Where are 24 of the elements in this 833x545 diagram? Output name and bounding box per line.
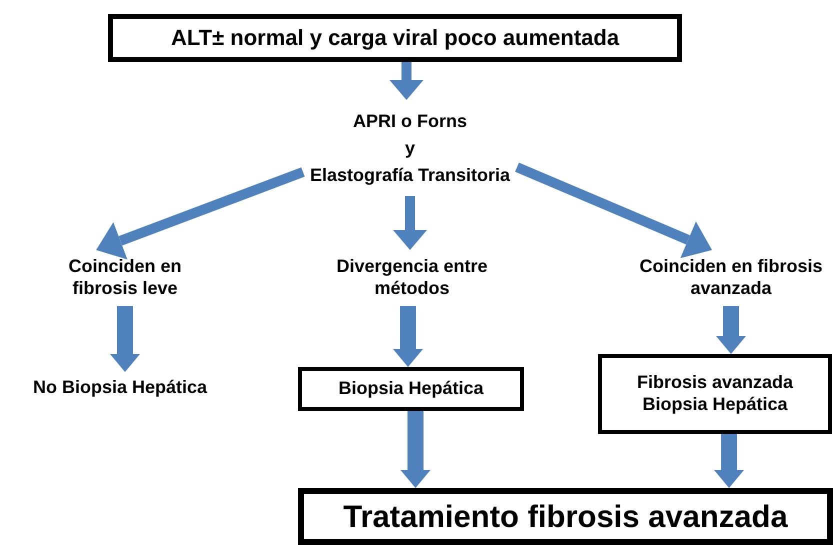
arrow [393, 306, 423, 367]
arrow [110, 306, 140, 372]
node-label: Coinciden en fibrosis avanzada [638, 256, 824, 300]
node-label: APRI o Forns [352, 110, 467, 132]
process-box [598, 354, 832, 434]
arrow [393, 196, 427, 250]
box-label: ALT± normal y carga viral poco aumentada [170, 24, 620, 52]
node-label: y [404, 136, 415, 160]
process-box [298, 488, 833, 545]
arrow [716, 306, 746, 354]
arrow [714, 434, 744, 488]
arrow [400, 411, 431, 488]
box-label: Tratamiento fibrosis avanzada [343, 498, 788, 536]
arrow [389, 62, 424, 100]
box-label: Fibrosis avanzada Biopsia Hepática [636, 372, 794, 416]
node-label: Divergencia entre métodos [335, 256, 489, 300]
node-label: Elastografía Transitoria [310, 164, 510, 187]
node-label: No Biopsia Hepática [32, 377, 208, 399]
node-label: Coinciden en fibrosis leve [67, 256, 182, 300]
process-box [298, 367, 524, 411]
box-label: Biopsia Hepática [338, 378, 484, 400]
arrow [515, 162, 712, 258]
arrow [96, 167, 305, 260]
process-box [108, 14, 682, 62]
